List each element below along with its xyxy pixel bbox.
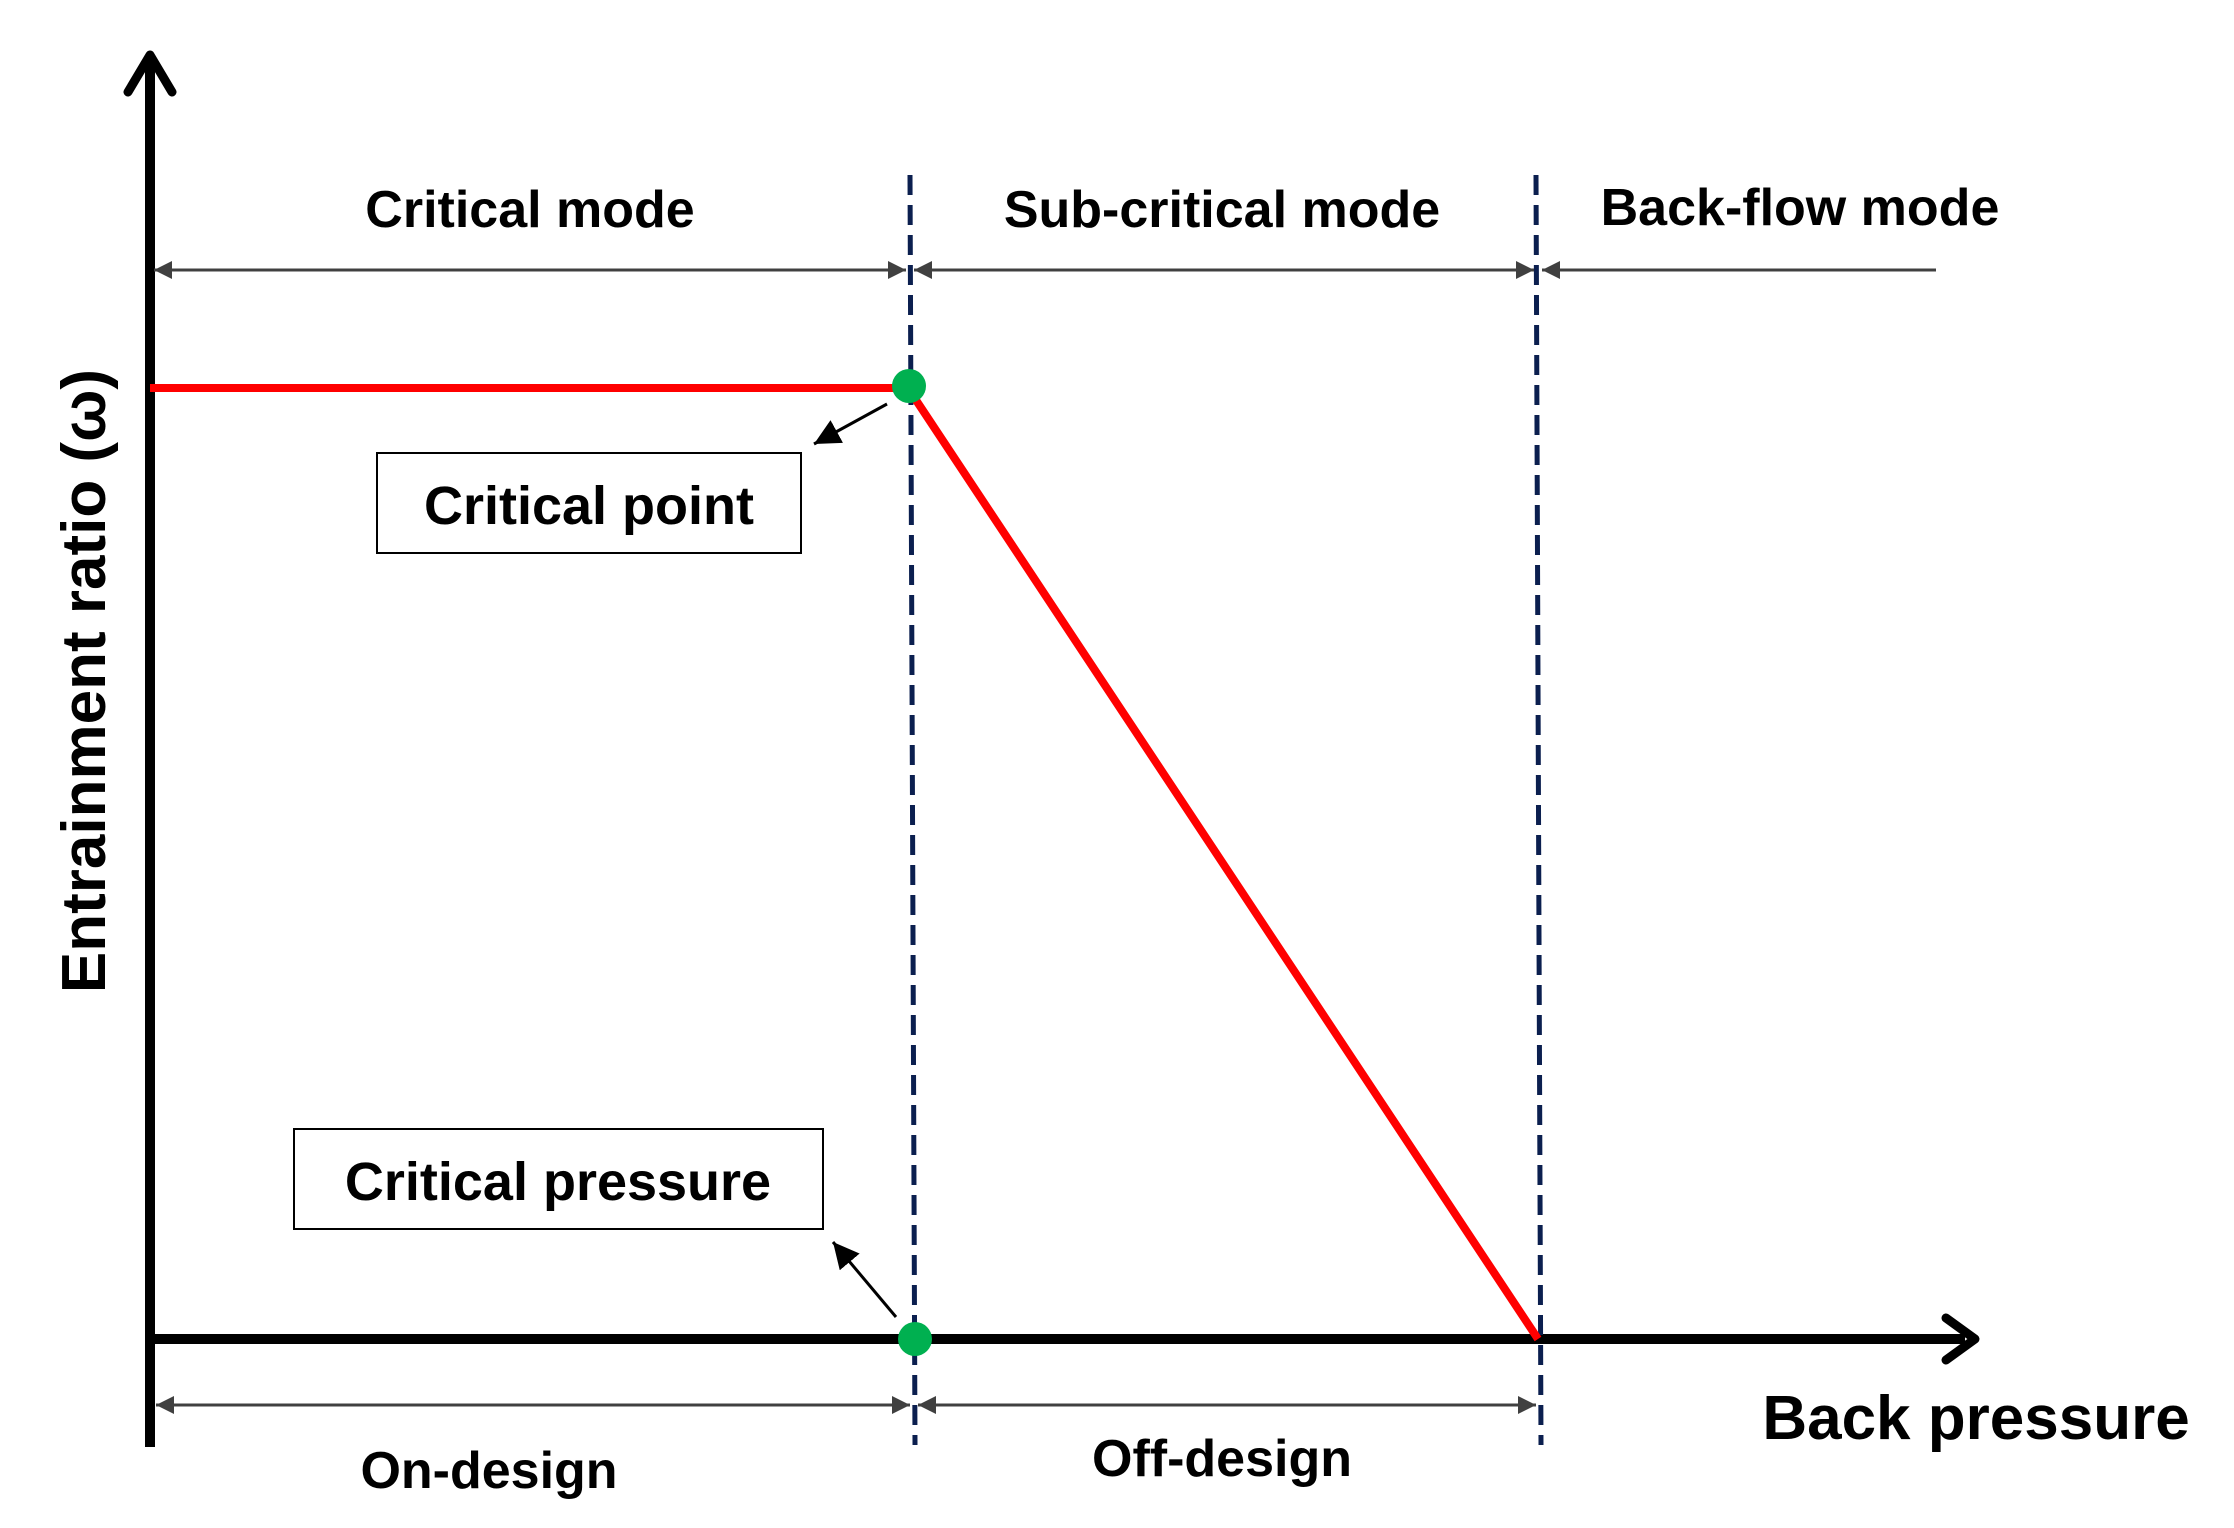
backflow-mode-label: Back-flow mode (1601, 179, 2000, 237)
critical-pressure-box (293, 1128, 824, 1230)
x-axis (146, 1313, 1980, 1365)
off-design-label: Off-design (1092, 1430, 1352, 1488)
critical-pressure-pointer-arrow (831, 1241, 898, 1318)
subcritical-mode-label: Sub-critical mode (1004, 181, 1440, 239)
critical-mode-label: Critical mode (365, 181, 694, 239)
critical-point-box (376, 452, 802, 554)
critical-pressure-label: Critical pressure (345, 1152, 771, 1212)
x-axis-arrowhead (1941, 1313, 1980, 1365)
critical-point-label: Critical point (424, 476, 754, 536)
y-axis (123, 50, 177, 1447)
critical-point-marker (892, 369, 926, 403)
on-design-label: On-design (360, 1442, 617, 1500)
critical-divider-line (907, 174, 918, 1446)
critical-point-pointer-arrow (813, 402, 888, 446)
x-axis-title: Back pressure (1762, 1384, 2189, 1453)
y-axis-arrowhead (123, 50, 177, 97)
critical-pressure-marker (898, 1322, 932, 1356)
backflow-divider-line (1533, 174, 1544, 1446)
y-axis-title: Entrainment ratio (ω) (50, 369, 119, 993)
